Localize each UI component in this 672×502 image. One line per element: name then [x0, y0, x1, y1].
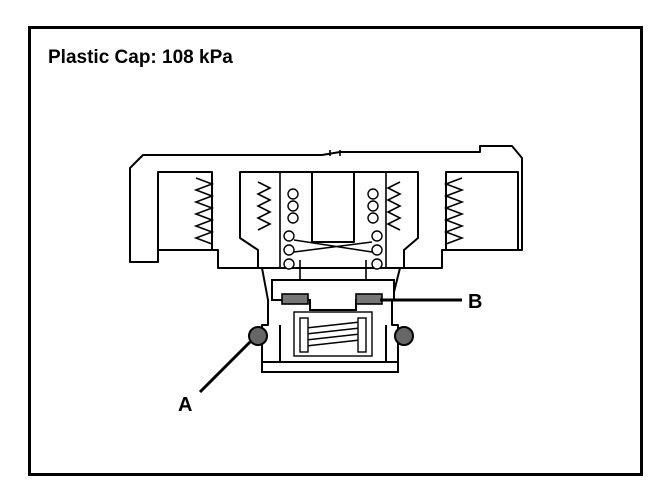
- right-grip: [445, 171, 519, 251]
- center-stem: [311, 171, 355, 243]
- inner-right-teeth: [386, 181, 402, 231]
- pressure-spring: [283, 188, 383, 270]
- callout-a: A: [178, 394, 193, 416]
- vacuum-spring: [293, 311, 373, 357]
- leader-line-a: [198, 340, 252, 394]
- figure-title: Plastic Cap: 108 kPa: [48, 47, 233, 68]
- right-teeth: [443, 177, 465, 245]
- left-teeth: [193, 177, 215, 245]
- inner-left-teeth: [256, 181, 272, 231]
- o-ring-seal: [248, 326, 414, 346]
- callout-b: B: [468, 291, 483, 313]
